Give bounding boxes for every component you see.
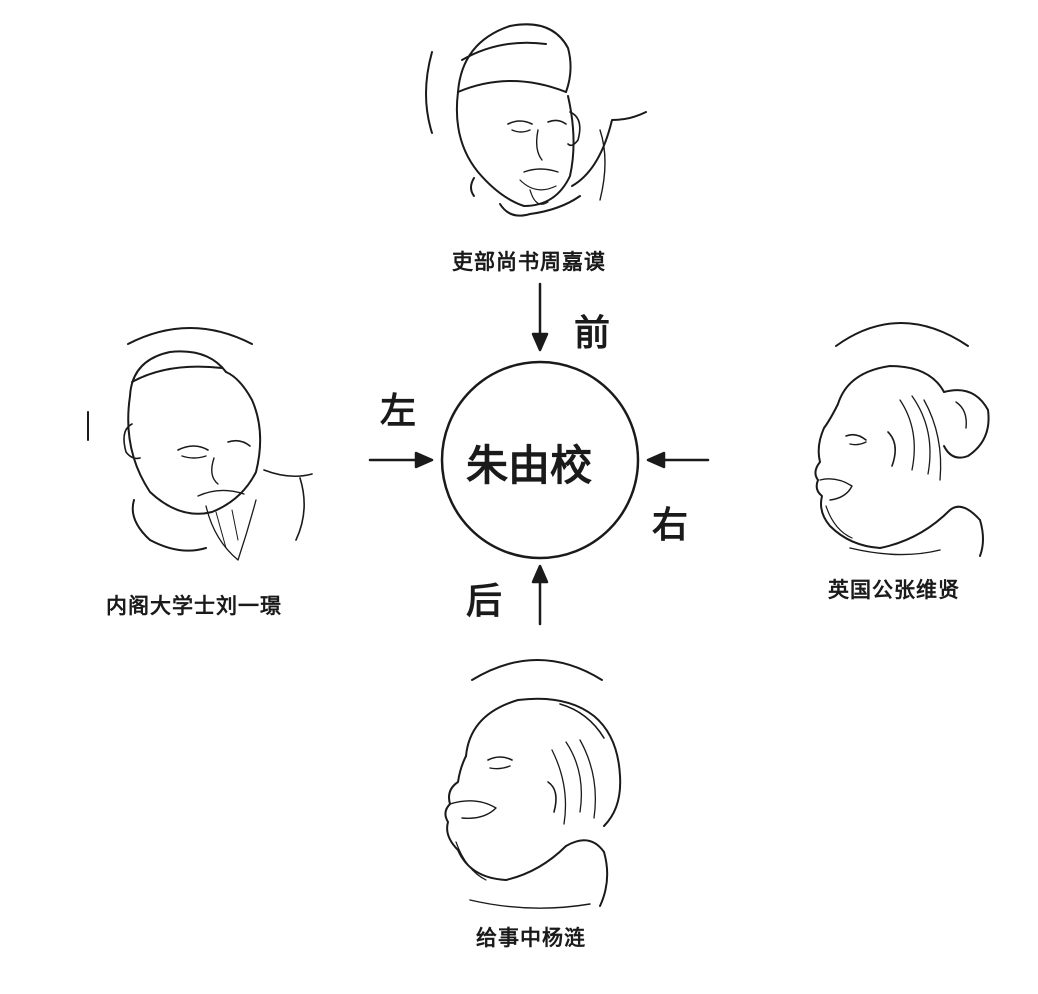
portrait-top (425, 23, 647, 217)
caption-top-official: 吏部尚书周嘉谟 (452, 249, 606, 274)
direction-right: 右 (652, 504, 689, 546)
portrait-right (814, 322, 990, 557)
direction-back: 后 (466, 580, 503, 622)
portrait-top-arc (425, 51, 433, 134)
portrait-right-arc (835, 322, 969, 347)
center-name: 朱由校 (466, 441, 593, 490)
arrow-right (646, 451, 710, 469)
direction-front: 前 (574, 312, 611, 354)
caption-left-official: 内阁大学士刘一璟 (106, 593, 282, 618)
arrow-back (531, 564, 549, 626)
arrow-front (531, 282, 549, 352)
portrait-bottom (444, 659, 622, 909)
arrow-left (368, 451, 434, 469)
direction-left: 左 (380, 390, 417, 432)
portrait-left (87, 327, 313, 561)
portrait-bottom-arc (471, 659, 603, 681)
caption-bottom-official: 给事中杨涟 (476, 925, 586, 950)
center-circle (440, 360, 640, 560)
portrait-left-arc (127, 327, 253, 345)
caption-right-official: 英国公张维贤 (828, 577, 960, 602)
